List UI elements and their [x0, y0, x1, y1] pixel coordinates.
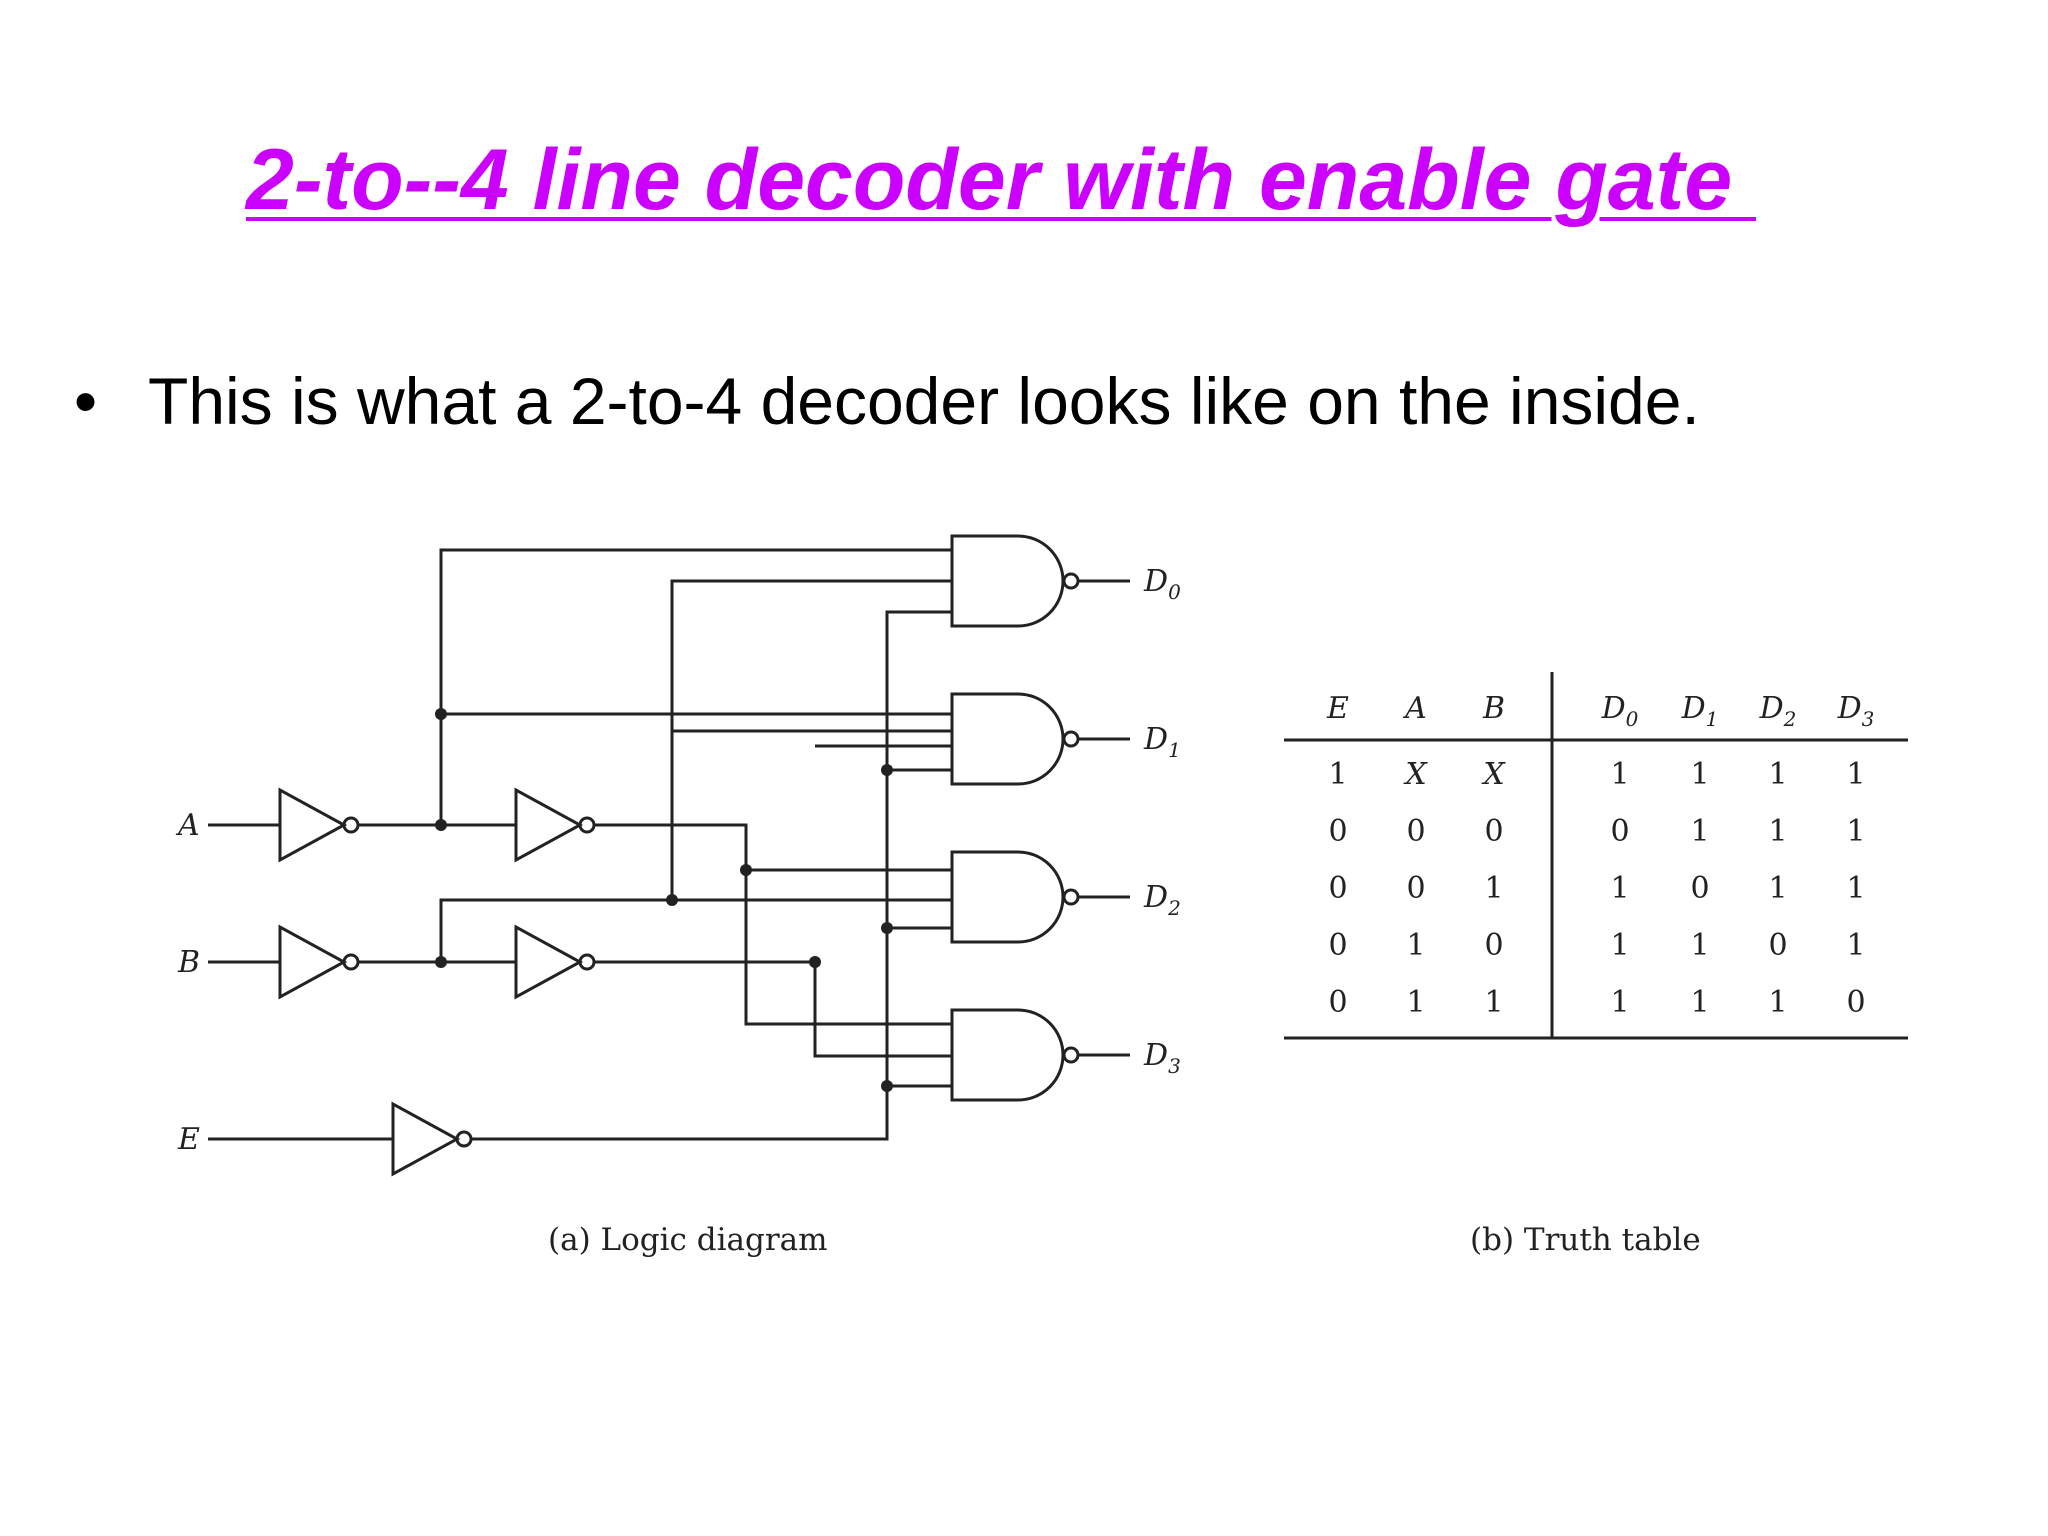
table-cell: 1 — [1610, 985, 1629, 1020]
table-cell: 1 — [1610, 757, 1629, 792]
logic-diagram — [208, 534, 1130, 1177]
input-label-b: B — [177, 945, 200, 980]
table-cell: 0 — [1610, 814, 1629, 849]
bubble-d2 — [1062, 888, 1080, 906]
nand-gate-d0 — [950, 534, 1065, 628]
table-cell: 1 — [1690, 985, 1709, 1020]
table-cell: 0 — [1328, 814, 1347, 849]
table-cell: X — [1403, 757, 1428, 792]
junction-dots — [435, 708, 893, 1092]
table-cell: 1 — [1768, 985, 1787, 1020]
table-cell: 1 — [1846, 757, 1865, 792]
table-header-2: B — [1482, 691, 1505, 726]
table-cell: 0 — [1406, 814, 1425, 849]
table-cell: 1 — [1406, 928, 1425, 963]
diagram-caption: (a) Logic diagram — [548, 1222, 828, 1258]
bubble-d0 — [1062, 572, 1080, 590]
nand-gate-d3 — [950, 1008, 1065, 1102]
bubble-d3 — [1062, 1046, 1080, 1064]
table-cell: 1 — [1610, 928, 1629, 963]
bullet-marker: • — [74, 364, 98, 438]
table-cell: 1 — [1690, 814, 1709, 849]
table-header-3: D0 — [1601, 691, 1639, 731]
nand-gate-d1 — [950, 692, 1065, 786]
table-cell: 1 — [1484, 985, 1503, 1020]
table-cell: 1 — [1846, 928, 1865, 963]
table-cell: 0 — [1328, 985, 1347, 1020]
table-cell: 1 — [1690, 928, 1709, 963]
table-cell: 0 — [1484, 928, 1503, 963]
bullet-text: This is what a 2-to-4 decoder looks like… — [148, 364, 1700, 438]
output-label-d0: D0 — [1143, 564, 1181, 604]
table-cell: 0 — [1768, 928, 1787, 963]
table-cell: 1 — [1768, 814, 1787, 849]
table-cell: 1 — [1610, 871, 1629, 906]
output-label-d1: D1 — [1143, 722, 1181, 762]
table-cell: 0 — [1484, 814, 1503, 849]
bubble-d1 — [1062, 730, 1080, 748]
truth-table: E A B D0 D1 D2 D3 1 X X 1 1 1 1 0 0 0 0 1 1 1 0 0 1 1 0 1 1 0 1 0 1 1 0 1… — [1284, 672, 1908, 1040]
input-label-e: E — [177, 1122, 200, 1157]
table-cell: X — [1481, 757, 1506, 792]
table-cell: 0 — [1328, 871, 1347, 906]
nand-gate-d2 — [950, 850, 1065, 944]
table-cell: 1 — [1768, 757, 1787, 792]
inverter-a1 — [278, 787, 348, 863]
slide-title: 2-to--4 line decoder with enable gate — [246, 132, 1757, 228]
table-cell: 0 — [1328, 928, 1347, 963]
table-cell: 0 — [1846, 985, 1865, 1020]
table-header-1: A — [1402, 691, 1427, 726]
table-cell: 1 — [1484, 871, 1503, 906]
output-label-d2: D2 — [1143, 880, 1181, 920]
table-header-6: D3 — [1837, 691, 1875, 731]
table-cell: 1 — [1328, 757, 1347, 792]
table-cell: 1 — [1768, 871, 1787, 906]
table-header-5: D2 — [1759, 691, 1797, 731]
input-label-a: A — [175, 808, 200, 843]
table-cell: 1 — [1846, 814, 1865, 849]
inverter-b1 — [278, 924, 348, 1000]
output-label-d3: D3 — [1143, 1038, 1181, 1078]
table-cell: 1 — [1846, 871, 1865, 906]
table-header-0: E — [1326, 691, 1349, 726]
table-cell: 0 — [1690, 871, 1709, 906]
table-cell: 0 — [1406, 871, 1425, 906]
table-header-4: D1 — [1681, 691, 1719, 731]
inverter-e — [391, 1101, 461, 1177]
inverter-a2 — [514, 787, 584, 863]
table-cell: 1 — [1690, 757, 1709, 792]
table-caption: (b) Truth table — [1470, 1222, 1701, 1258]
table-cell: 1 — [1406, 985, 1425, 1020]
inverter-b2 — [514, 924, 584, 1000]
